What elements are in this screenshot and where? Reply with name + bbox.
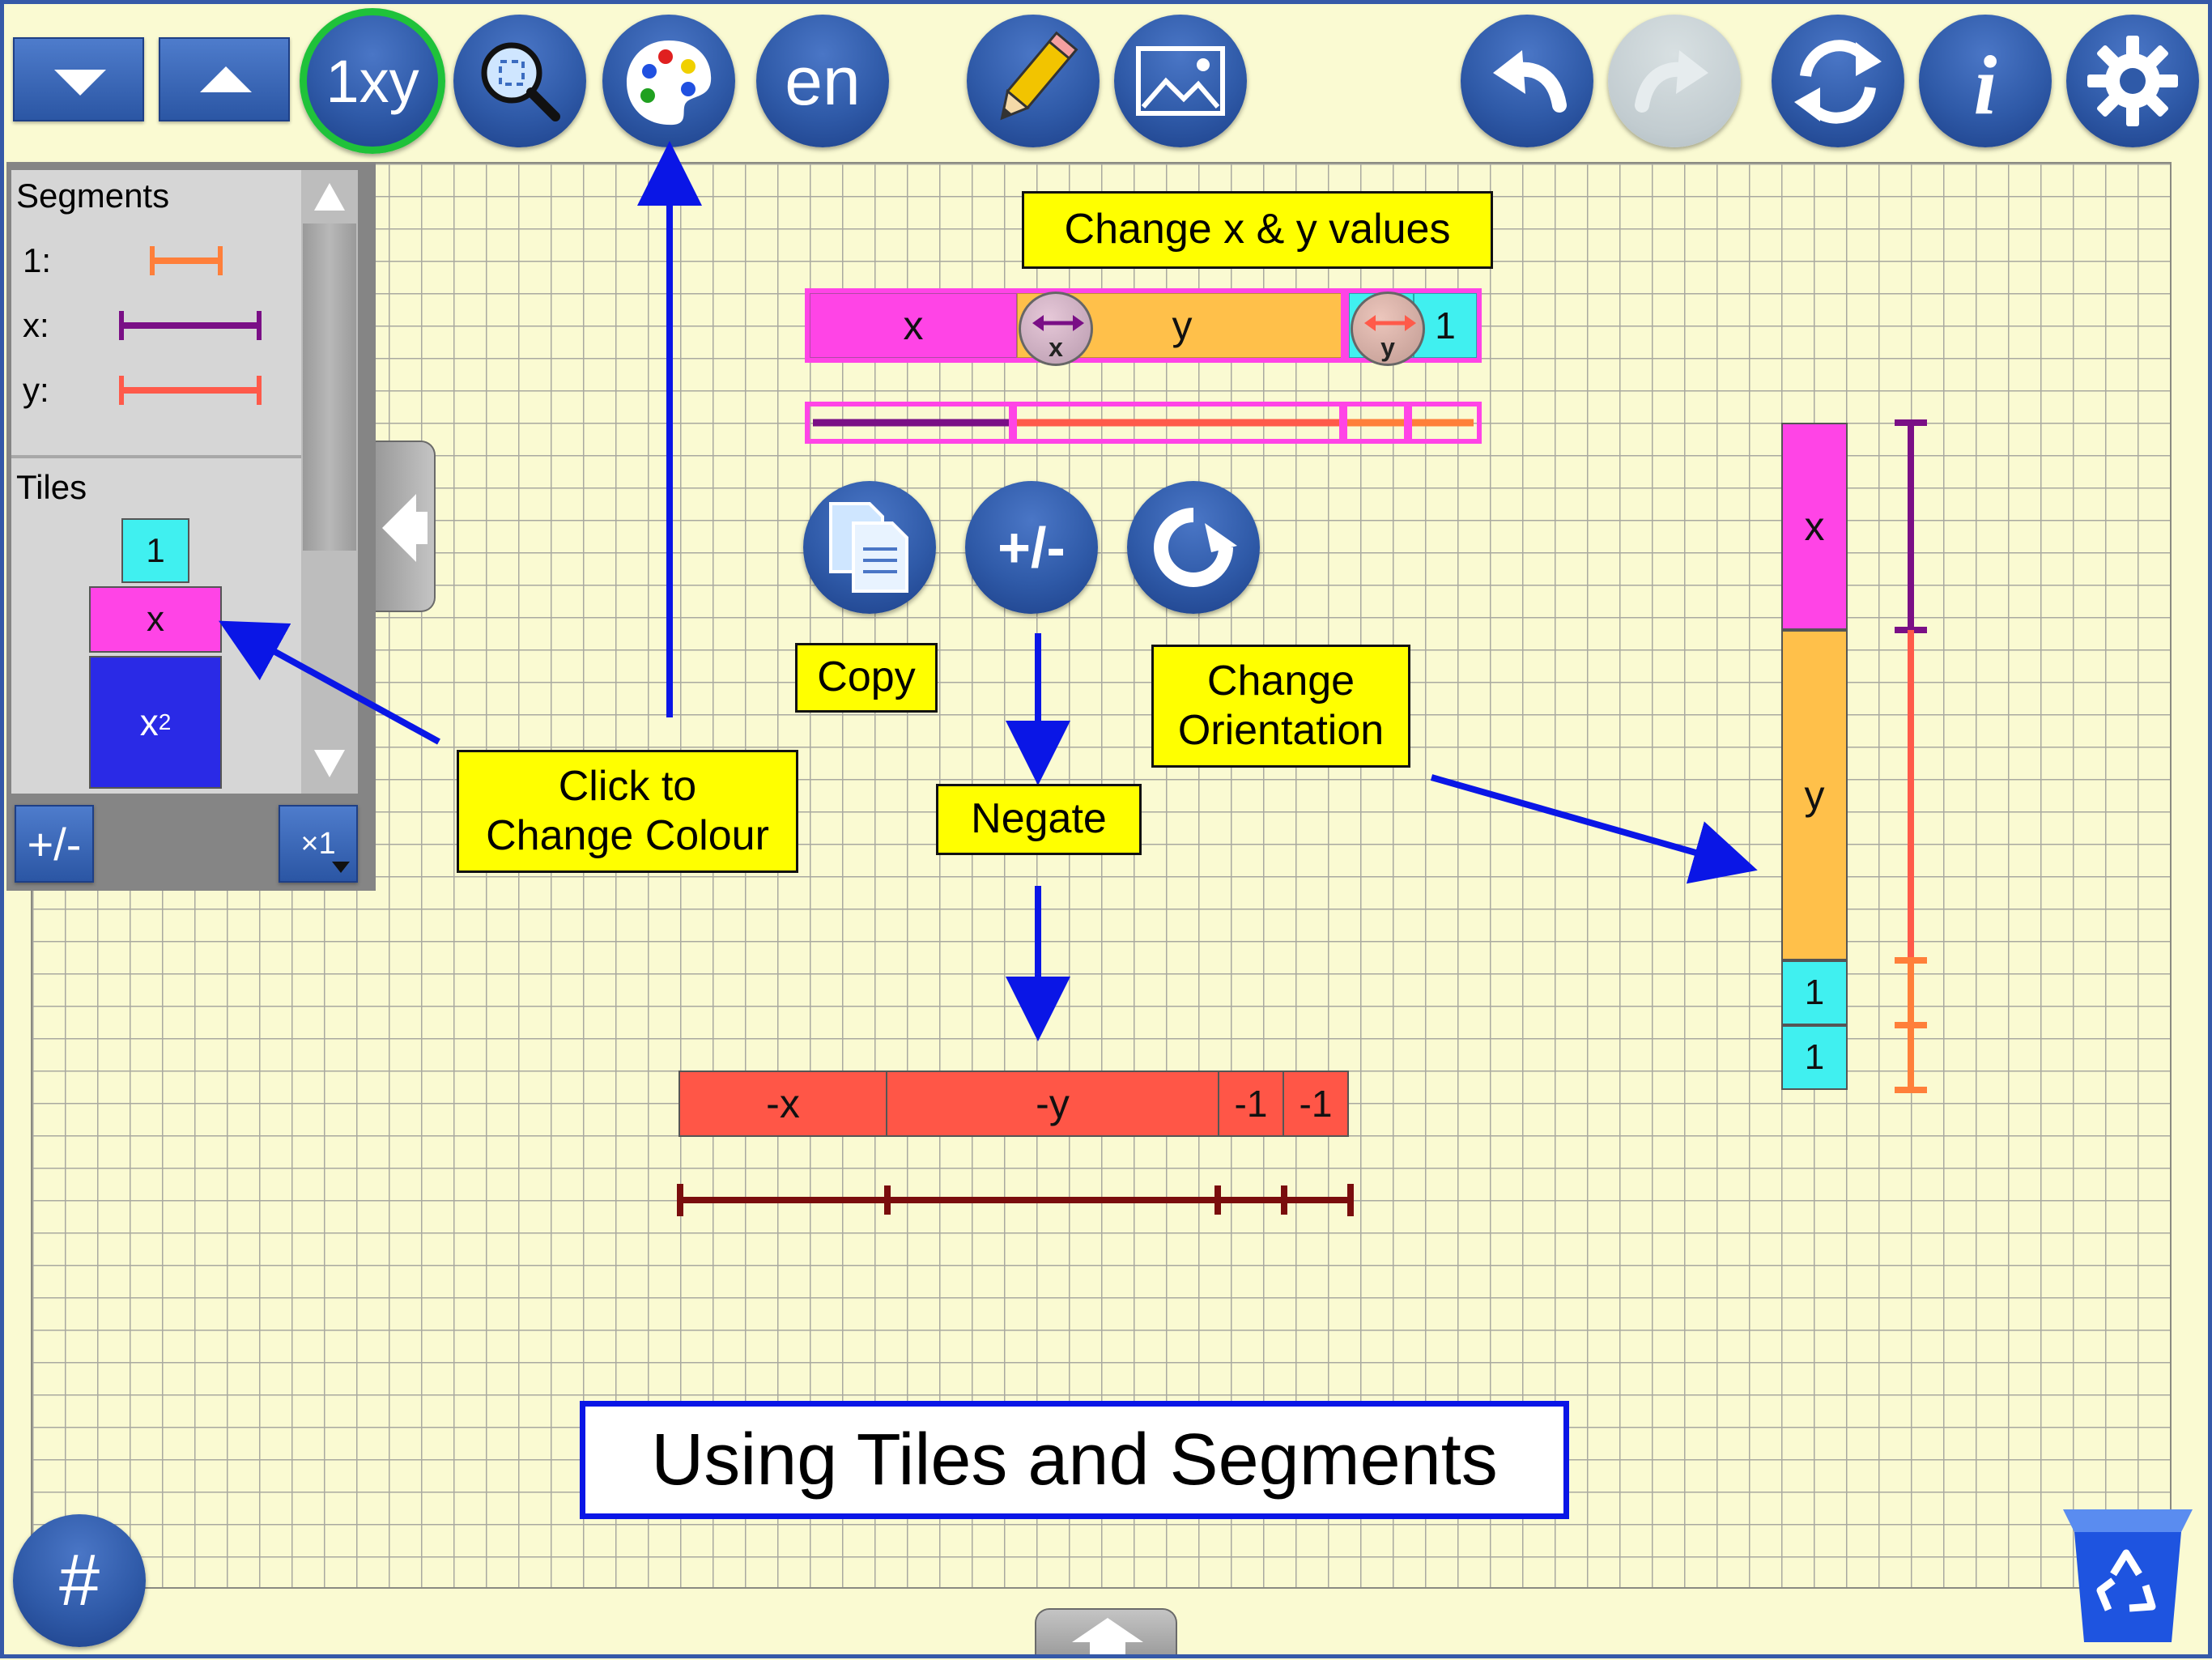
arrow-up-icon [1072,1618,1143,1658]
callout-change-orientation: Change Orientation [1151,645,1410,768]
negate-button[interactable]: +/- [965,481,1098,614]
resize-horizontal-icon [1364,315,1416,331]
recycle-bin-icon [2063,1509,2193,1642]
vertical-tile-one-a[interactable]: 1 [1781,960,1848,1025]
vertical-tile-y[interactable]: y [1781,630,1848,960]
group-divider [1341,288,1349,363]
vertical-segment-column[interactable] [1890,416,1932,1096]
background-image-button[interactable] [1114,15,1247,147]
panel-negate-button[interactable]: +/- [15,805,94,883]
resize-horizontal-icon [1032,315,1084,331]
scroll-up-button[interactable] [159,37,290,121]
mode-1xy-button[interactable]: 1xy [300,8,445,154]
tile-neg-one-b[interactable]: -1 [1283,1070,1349,1137]
segment-label-one: 1: [23,241,52,279]
tile-x-squared-base: x [139,701,159,743]
refresh-icon [1794,40,1882,124]
segment-item-y[interactable] [113,366,267,415]
change-orientation-button[interactable] [1127,481,1260,614]
zoom-fit-icon [481,42,560,121]
settings-button[interactable] [2066,15,2199,147]
panel-divider [11,455,303,458]
multiplier-dropdown[interactable]: ×1 [279,805,358,883]
colour-palette-button[interactable] [602,15,735,147]
vertical-tile-x[interactable]: x [1781,423,1848,630]
tile-item-one[interactable]: 1 [121,518,189,583]
scroll-down-button[interactable] [13,37,144,121]
callout-change-colour: Click to Change Colour [457,750,798,873]
negate-label: +/- [998,516,1066,579]
trash-bin[interactable] [2055,1503,2201,1649]
grid-toggle-label: # [58,1539,100,1621]
segments-heading: Segments [16,177,170,215]
undo-icon [1493,50,1567,113]
zoom-fit-button[interactable] [453,15,586,147]
negated-segment-row[interactable] [672,1179,1360,1219]
page-title: Using Tiles and Segments [580,1401,1569,1519]
copy-button[interactable] [803,481,936,614]
page-title-text: Using Tiles and Segments [651,1419,1498,1500]
language-label: en [785,42,861,119]
panel-scrollbar-thumb[interactable] [303,223,356,551]
tile-x-squared-exponent: 2 [158,709,172,734]
tile-neg-one-a[interactable]: -1 [1218,1070,1284,1137]
scroll-down-arrow-icon[interactable] [309,743,350,784]
x-value-handle[interactable]: x [1019,292,1093,366]
mode-label: 1xy [325,47,419,115]
x-handle-label: x [1049,333,1063,362]
bottom-panel-tab[interactable] [1035,1608,1177,1658]
selected-tile-group[interactable] [805,288,1482,363]
settings-gear-icon [2087,36,2178,126]
info-button[interactable]: i [1919,15,2052,147]
undo-button[interactable] [1461,15,1593,147]
collapse-panel-tab[interactable] [376,441,436,612]
segment-item-one[interactable] [146,236,227,285]
pencil-tool-button[interactable] [967,15,1100,147]
grid-toggle-button[interactable]: # [13,1514,146,1647]
reset-button[interactable] [1772,15,1904,147]
dropdown-arrow-icon [332,862,350,873]
tile-neg-y[interactable]: -y [886,1070,1219,1137]
segment-label-x: x: [23,306,49,344]
tile-neg-x[interactable]: -x [678,1070,887,1137]
multiplier-label: ×1 [300,826,336,861]
panel-negate-label: +/- [27,818,82,870]
callout-negate: Negate [936,784,1142,855]
redo-icon [1635,50,1708,113]
tile-x[interactable]: x [810,293,1017,358]
rotate-icon [1154,508,1237,587]
y-value-handle[interactable]: y [1351,292,1425,366]
info-icon: i [1974,39,1997,132]
palette-icon [627,40,712,126]
tile-item-x[interactable]: x [89,586,222,653]
pencil-icon [1000,31,1078,121]
chevron-down-icon [54,70,106,96]
language-button[interactable]: en [756,15,889,147]
image-icon [1136,46,1225,116]
callout-copy: Copy [795,643,938,713]
chevron-up-icon [200,66,252,92]
segment-row [813,402,1474,444]
callout-change-values: Change x & y values [1022,191,1493,269]
arrow-left-icon [382,494,428,562]
tiles-heading: Tiles [16,468,87,506]
y-handle-label: y [1380,333,1395,362]
segment-item-x[interactable] [113,301,267,350]
redo-button[interactable] [1608,15,1741,147]
svg-text:i: i [1974,39,1997,132]
selected-segment-group[interactable] [805,402,1482,444]
scroll-up-arrow-icon[interactable] [309,177,350,217]
copy-icon [829,502,908,593]
segment-label-y: y: [23,371,49,409]
vertical-tile-one-b[interactable]: 1 [1781,1025,1848,1090]
